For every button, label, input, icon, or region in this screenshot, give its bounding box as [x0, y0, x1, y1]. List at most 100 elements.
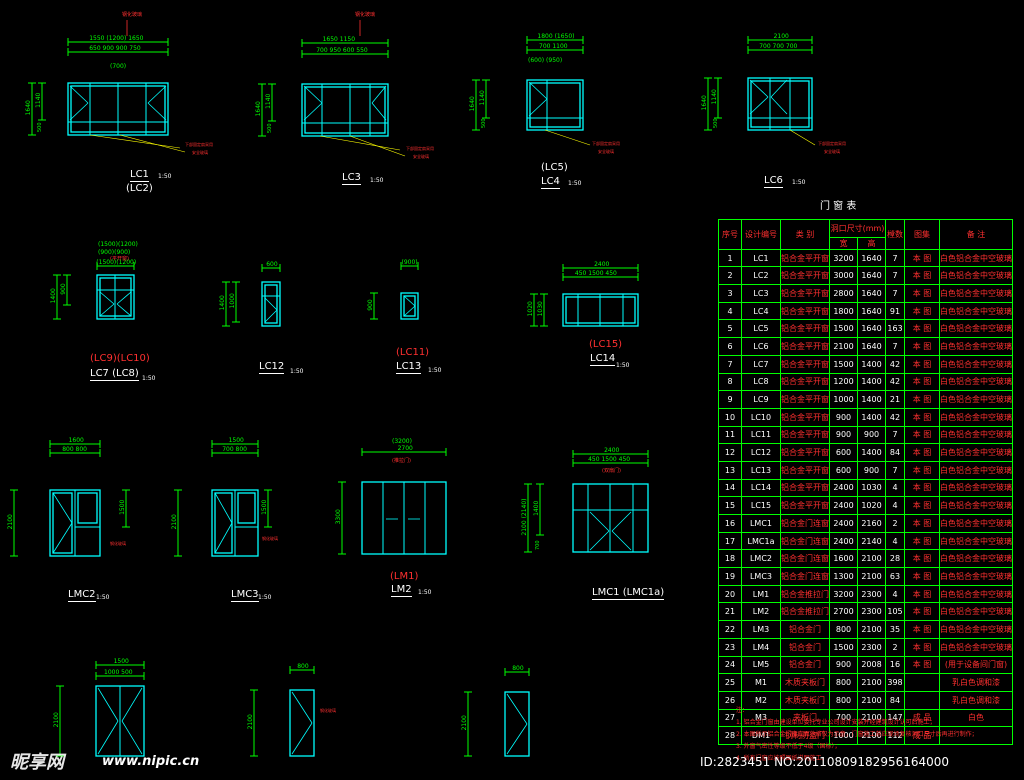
dimension-text: 2100 [774, 33, 789, 40]
window-frame [301, 83, 389, 137]
table-cell: 900 [857, 425, 886, 445]
table-cell: 1000 [829, 390, 858, 409]
table-cell: LMC3 [741, 567, 781, 586]
table-cell: 17 [718, 531, 742, 551]
table-cell: 2100 [857, 726, 886, 745]
leader-line [89, 134, 181, 149]
window-inner-frame [237, 492, 256, 524]
door-leaf [214, 492, 233, 554]
dimension-text: 500 [37, 122, 43, 132]
table-cell: 398 [885, 673, 905, 692]
notes-title: 注： [736, 707, 749, 714]
dimension-text: 500 [481, 118, 487, 128]
sash-line [116, 303, 132, 317]
dimension-text: 700 800 [222, 446, 247, 453]
table-cell: 2 [718, 266, 742, 286]
table-cell: LC13 [741, 460, 781, 480]
table-cell: 白色铝合金中空玻璃 [939, 567, 1013, 586]
dimension-text: 800 [512, 665, 524, 672]
table-cell: 白色铝合金中空玻璃 [939, 584, 1013, 604]
table-cell: 9 [718, 390, 742, 409]
leader-line [349, 135, 406, 157]
sash-line [749, 96, 769, 115]
table-cell: 600 [829, 443, 858, 462]
note-4: 4. 所有门窗应按照图纸说明施工。 [736, 755, 828, 762]
door-frame [289, 689, 315, 757]
table-cell: 本 图 [904, 248, 940, 268]
table-cell: 铝合金平开窗 [780, 319, 830, 339]
sash-line [214, 522, 233, 554]
table-cell: 本 图 [904, 425, 940, 445]
table-cell: 8 [718, 372, 742, 392]
dimension-text: 1140 [711, 89, 718, 104]
table-cell: 本 图 [904, 390, 940, 409]
dimension-text: 钢化玻璃 [262, 535, 278, 541]
table-cell: 12 [718, 443, 742, 462]
window-inner-frame [77, 492, 98, 524]
table-cell: 白色铝合金中空玻璃 [939, 460, 1013, 480]
table-cell: 3000 [829, 266, 858, 286]
dimension-text: 2100 (2140) [521, 498, 528, 535]
table-cell: 2100 [857, 673, 886, 692]
table-cell: LC3 [741, 284, 781, 303]
table-cell: 铝合金门 [780, 637, 830, 657]
sash-line [147, 102, 167, 121]
col-header: 备 注 [939, 219, 1013, 250]
window-frame [526, 79, 584, 131]
dimension-text: 1640 [469, 96, 476, 111]
dimension-text: (700) [110, 63, 126, 70]
table-cell: 2400 [829, 496, 858, 515]
dimension-text: (1500)(1200) [98, 241, 138, 248]
dimension-text: 1600 [69, 437, 84, 444]
table-cell: 本 图 [904, 602, 940, 622]
dimension-text: 安全玻璃 [192, 149, 208, 155]
table-cell: 本 图 [904, 319, 940, 339]
dimension-text: (600) (950) [528, 57, 562, 64]
col-header: 樘数 [885, 219, 905, 250]
table-cell: 白色铝合金中空玻璃 [939, 425, 1013, 445]
table-cell: 白色铝合金中空玻璃 [939, 319, 1013, 339]
table-cell: 16 [885, 655, 905, 675]
dimension-text: 2400 [594, 261, 609, 268]
dimension-text: 500 [267, 123, 273, 133]
table-cell: 1400 [857, 372, 886, 392]
table-cell: 5 [718, 319, 742, 339]
dimension-text: 1500 [119, 499, 126, 514]
table-cell: 35 [885, 620, 905, 639]
table-cell: 铝合金门 [780, 655, 830, 675]
dimension-text: 800 [297, 663, 309, 670]
table-cell: (用于设备间门窗) [939, 655, 1013, 675]
table-cell: LC9 [741, 390, 781, 409]
sash-line [770, 79, 788, 98]
table-cell: LM3 [741, 620, 781, 639]
sash-line [611, 511, 632, 532]
table-cell: 1500 [829, 319, 858, 339]
table-cell: 本 图 [904, 655, 940, 675]
sash-line [264, 309, 278, 323]
dimension-text: (3200) [392, 438, 412, 445]
table-cell: 铝合金门连窗 [780, 531, 830, 551]
table-cell: LC7 [741, 354, 781, 374]
table-cell: 本 图 [904, 266, 940, 286]
dimension-text: 900 [367, 299, 374, 311]
leader-line [544, 129, 591, 146]
table-cell: 白色铝合金中空玻璃 [939, 443, 1013, 462]
table-cell [939, 726, 1013, 745]
table-cell: LC8 [741, 372, 781, 392]
table-cell: 白色铝合金中空玻璃 [939, 266, 1013, 286]
table-cell: 2100 [857, 620, 886, 639]
sash-line [506, 723, 528, 755]
dimension-text: 1400 [219, 295, 226, 310]
scale-lc12: 1:50 [290, 368, 304, 375]
table-cell: 21 [718, 602, 742, 622]
scale-lc1: 1:50 [158, 173, 172, 180]
